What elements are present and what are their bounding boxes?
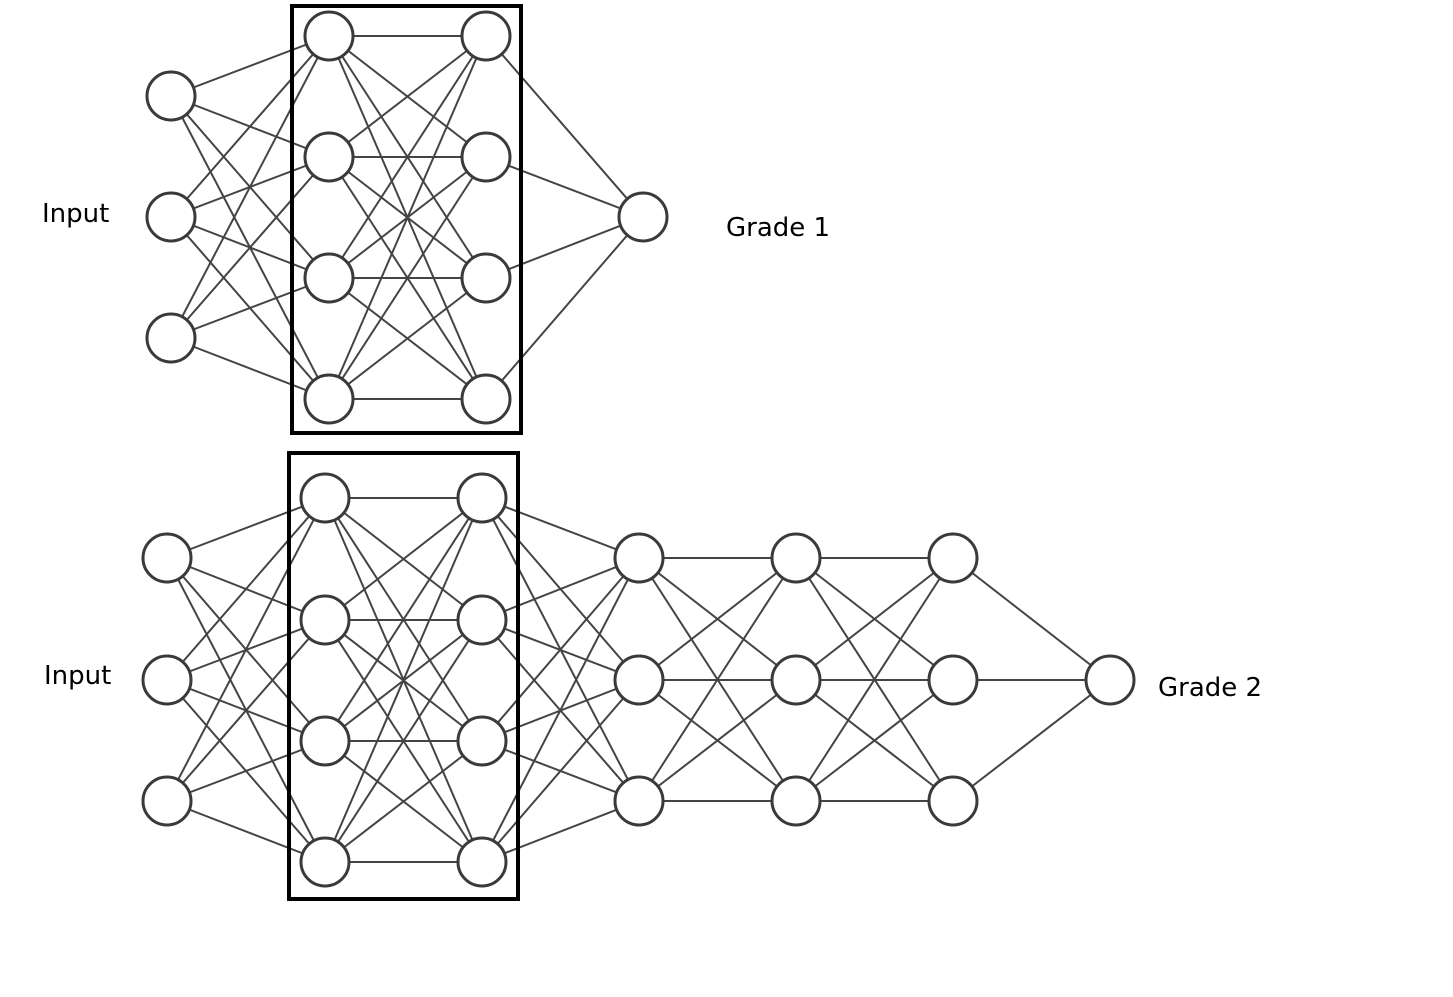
net2-node-layer6-0 — [1084, 654, 1136, 706]
net2-edge-l1n2-l2n0 — [324, 497, 483, 742]
network-1-input-label: Input — [42, 199, 109, 229]
net1-edge-l1n3-l2n1 — [328, 156, 487, 400]
net2-edge-l0n2-l1n0 — [166, 497, 326, 802]
net2-edge-l2n3-l3n2 — [481, 800, 640, 863]
network-grade-1 — [145, 4, 669, 435]
net2-node-layer3-1 — [613, 654, 665, 706]
net1-node-layer0-0 — [145, 70, 197, 122]
net2-node-layer5-2 — [927, 775, 979, 827]
net2-shared-layers-frame — [287, 451, 520, 901]
net1-node-layer2-2 — [460, 252, 512, 304]
net2-node-layer0-1 — [141, 654, 193, 706]
net2-edge-l2n3-l3n1 — [481, 679, 640, 863]
net1-edge-l2n2-l3n0 — [485, 216, 644, 279]
net1-edge-l0n0-l1n0 — [170, 35, 330, 97]
net2-edge-l0n2-l1n2 — [166, 740, 326, 802]
net1-node-layer1-2 — [303, 252, 355, 304]
network-1-output-label: Grade 1 — [726, 213, 830, 243]
net2-node-layer0-0 — [141, 532, 193, 584]
net2-node-layer2-1 — [456, 594, 508, 646]
network-grade-2 — [141, 451, 1136, 901]
net1-shared-layers-frame — [290, 4, 523, 435]
net2-edge-l0n1-l1n0 — [166, 497, 326, 681]
net2-node-layer2-0 — [456, 472, 508, 524]
net2-edge-l4n2-l5n1 — [795, 679, 954, 802]
net2-edge-l5n2-l6n0 — [952, 679, 1111, 802]
net2-node-layer1-3 — [299, 836, 351, 888]
net2-node-layer2-3 — [456, 836, 508, 888]
net2-node-layer1-1 — [299, 594, 351, 646]
net1-edge-l1n2-l2n0 — [328, 35, 487, 279]
net1-node-layer0-2 — [145, 312, 197, 364]
net2-node-layer2-2 — [456, 715, 508, 767]
net2-node-layer5-1 — [927, 654, 979, 706]
net2-edge-l1n3-l2n0 — [324, 497, 483, 863]
net1-edge-l1n3-l2n0 — [328, 35, 487, 400]
net2-node-layer4-0 — [770, 532, 822, 584]
net1-node-layer1-3 — [303, 373, 355, 425]
net2-edge-l1n3-l2n2 — [324, 740, 483, 863]
net1-edge-l2n0-l3n0 — [485, 35, 644, 218]
net2-edge-l2n0-l3n0 — [481, 497, 640, 559]
net1-edge-l1n3-l2n2 — [328, 277, 487, 400]
net2-edge-l3n1-l4n0 — [638, 557, 797, 681]
net1-edge-l0n2-l1n0 — [170, 35, 330, 339]
net1-node-layer3-0 — [617, 191, 669, 243]
net2-node-layer1-2 — [299, 715, 351, 767]
network-2-input-label: Input — [44, 661, 111, 691]
net2-edge-l5n0-l6n0 — [952, 557, 1111, 681]
net1-edge-l0n1-l1n0 — [170, 35, 330, 218]
net1-edge-l0n2-l1n3 — [170, 337, 330, 400]
net2-node-layer4-2 — [770, 775, 822, 827]
net2-edge-l0n0-l1n0 — [166, 497, 326, 559]
net2-edge-l3n2-l4n0 — [638, 557, 797, 802]
net2-edge-l1n3-l2n1 — [324, 619, 483, 863]
net1-node-layer2-3 — [460, 373, 512, 425]
net1-edge-l2n3-l3n0 — [485, 216, 644, 400]
net1-node-layer2-0 — [460, 10, 512, 62]
net2-edge-l1n1-l2n0 — [324, 497, 483, 621]
net1-node-layer2-1 — [460, 131, 512, 183]
net1-edge-l0n2-l1n2 — [170, 277, 330, 339]
net2-edge-l2n2-l3n0 — [481, 557, 640, 742]
net1-node-layer0-1 — [145, 191, 197, 243]
net2-edge-l0n2-l1n3 — [166, 800, 326, 863]
net2-edge-l4n1-l5n0 — [795, 557, 954, 681]
net2-edge-l4n2-l5n0 — [795, 557, 954, 802]
net1-node-layer1-1 — [303, 131, 355, 183]
net2-edge-l2n1-l3n0 — [481, 557, 640, 621]
net1-node-layer1-0 — [303, 10, 355, 62]
net2-node-layer4-1 — [770, 654, 822, 706]
net2-node-layer0-2 — [141, 775, 193, 827]
net2-node-layer3-0 — [613, 532, 665, 584]
net2-node-layer3-2 — [613, 775, 665, 827]
net2-node-layer5-0 — [927, 532, 979, 584]
net1-edge-l2n1-l3n0 — [485, 156, 644, 218]
net2-edge-l0n2-l1n1 — [166, 619, 326, 802]
net2-edge-l2n3-l3n0 — [481, 557, 640, 863]
net2-edge-l3n2-l4n1 — [638, 679, 797, 802]
network-2-output-label: Grade 2 — [1158, 673, 1262, 703]
net2-node-layer1-0 — [299, 472, 351, 524]
net1-edge-l0n2-l1n1 — [170, 156, 330, 339]
net1-edge-l1n1-l2n0 — [328, 35, 487, 158]
